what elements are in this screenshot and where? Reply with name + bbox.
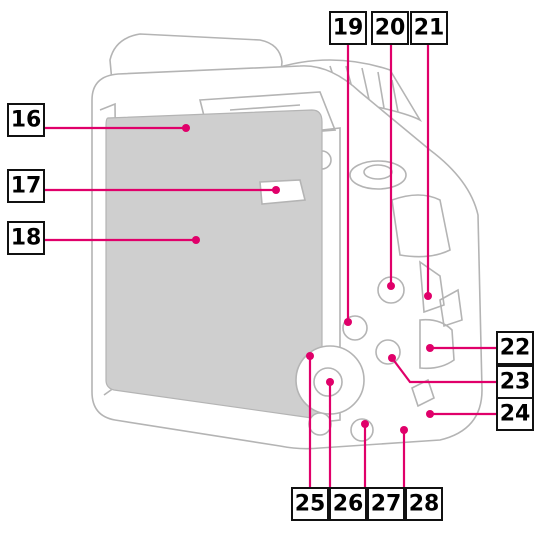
callout-28: 28 <box>405 487 443 521</box>
callout-24: 24 <box>496 397 534 431</box>
callout-17: 17 <box>7 169 45 203</box>
callout-22-text: 22 <box>500 336 531 361</box>
callout-19: 19 <box>329 11 367 45</box>
callout-21: 21 <box>410 11 448 45</box>
callout-27: 27 <box>367 487 405 521</box>
callout-17-text: 17 <box>11 174 42 199</box>
leader-lines <box>44 44 497 488</box>
callout-20-text: 20 <box>375 16 406 41</box>
callout-27-text: 27 <box>371 492 402 517</box>
callout-19-text: 19 <box>333 16 364 41</box>
callout-18: 18 <box>7 221 45 255</box>
callout-28-text: 28 <box>409 492 440 517</box>
callout-25: 25 <box>291 487 329 521</box>
callout-18-text: 18 <box>11 226 42 251</box>
camera-illustration <box>91 33 483 450</box>
callout-25-text: 25 <box>295 492 326 517</box>
callout-24-text: 24 <box>500 402 531 427</box>
callout-16-text: 16 <box>11 108 42 133</box>
callout-16: 16 <box>7 103 45 137</box>
lcd-monitor-shape <box>105 109 323 419</box>
callout-26-text: 26 <box>333 492 364 517</box>
callout-23: 23 <box>496 365 534 399</box>
callout-22: 22 <box>496 331 534 365</box>
callout-21-text: 21 <box>414 16 445 41</box>
callout-23-text: 23 <box>500 370 531 395</box>
callout-26: 26 <box>329 487 367 521</box>
callout-20: 20 <box>371 11 409 45</box>
